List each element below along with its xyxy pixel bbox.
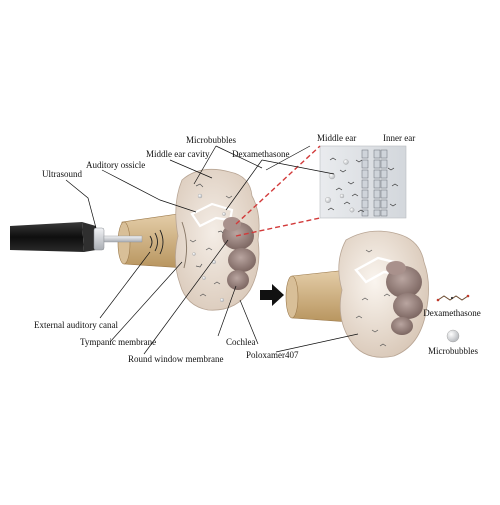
label-microbubbles: Microbubbles [186, 135, 236, 145]
leader-lines [65, 145, 359, 355]
legend-microbubble-icon [446, 329, 460, 343]
legend: Dexamethasone Microbubbles [423, 294, 481, 356]
ultrasound-waves [149, 229, 164, 255]
ultrasound-probe [10, 222, 143, 252]
label-round-window-membrane: Round window membrane [128, 354, 223, 364]
label-external-auditory-canal: External auditory canal [34, 320, 118, 330]
cochlea-shape-right [386, 261, 423, 335]
label-ultrasound: Ultrasound [42, 169, 82, 179]
canal-opening [117, 221, 131, 265]
zoom-panel [319, 145, 407, 219]
ear-model-right [285, 230, 429, 358]
canal-opening-right [285, 275, 299, 319]
legend-microbubbles-label: Microbubbles [428, 346, 478, 356]
label-middle-ear-cavity: Middle ear cavity [146, 149, 210, 159]
label-cochlea: Cochlea [226, 337, 256, 347]
membrane-cells [361, 149, 388, 217]
label-inner-ear: Inner ear [383, 133, 415, 143]
microbubbles-left [192, 193, 226, 302]
label-middle-ear: Middle ear [317, 133, 356, 143]
tympanic-membrane-shape [181, 221, 188, 269]
label-poloxamer407: Poloxamer407 [246, 350, 299, 360]
cochlea-shape-left [222, 217, 256, 290]
label-dexamethasone: Dexamethasone [232, 149, 289, 159]
label-auditory-ossicle: Auditory ossicle [86, 160, 145, 170]
drug-particles-right [355, 249, 391, 347]
legend-dexamethasone-label: Dexamethasone [423, 308, 480, 318]
zoom-lines [235, 145, 321, 237]
zoom-microbubbles [325, 159, 355, 213]
label-tympanic-membrane: Tympanic membrane [80, 337, 156, 347]
drug-particles-left [189, 183, 233, 297]
zoom-particles [327, 157, 399, 213]
labels: Ultrasound Auditory ossicle Middle ear c… [34, 133, 415, 364]
transition-arrow [260, 284, 284, 306]
legend-dexamethasone-icon [436, 294, 470, 302]
ear-model-left [117, 168, 260, 311]
